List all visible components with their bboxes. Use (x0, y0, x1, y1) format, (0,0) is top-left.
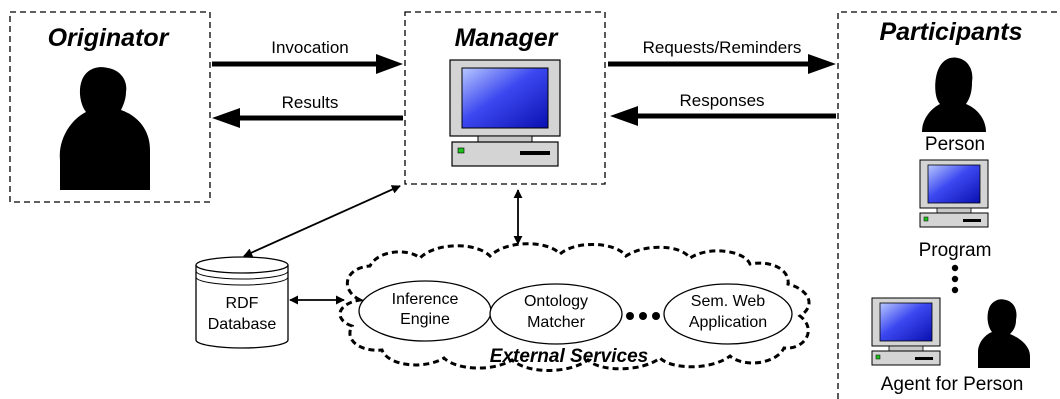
originator-box: Originator (9, 11, 211, 203)
semweb-application-node (663, 283, 793, 345)
database-label-line1: RDF (226, 295, 259, 312)
inference-label-line1: Inference (392, 291, 459, 308)
manager-computer-icon (449, 59, 561, 167)
agent-label: Agent for Person (881, 374, 1024, 395)
participants-ellipsis-icon (951, 264, 959, 294)
manager-title: Manager (455, 24, 559, 52)
person-label: Person (925, 134, 985, 155)
semweb-label-line1: Sem. Web (691, 293, 766, 310)
inference-label-line2: Engine (400, 311, 450, 328)
participants-box: Participants Person Program (837, 11, 1060, 399)
results-label: Results (282, 93, 339, 112)
rdf-database-icon (195, 256, 289, 349)
manager-box: Manager (404, 11, 606, 185)
ontology-matcher-node (489, 283, 623, 345)
person-participant-icon (922, 57, 986, 132)
program-computer-icon (919, 159, 989, 228)
results-arrow (212, 108, 403, 128)
manager-database-connector (243, 185, 401, 257)
originator-title: Originator (48, 24, 170, 52)
database-label-line2: Database (208, 316, 277, 333)
ontology-label-line1: Ontology (524, 293, 588, 310)
requests-arrow (608, 54, 836, 74)
agent-person-icon (978, 299, 1030, 368)
originator-person-icon (59, 67, 150, 190)
responses-arrow (610, 106, 836, 126)
services-ellipsis-icon (626, 312, 660, 320)
invocation-arrow (212, 54, 403, 74)
semweb-label-line2: Application (689, 314, 767, 331)
invocation-label: Invocation (271, 38, 349, 57)
participants-title: Participants (879, 18, 1022, 46)
agent-computer-icon (871, 297, 941, 366)
program-label: Program (919, 240, 992, 261)
external-services-label: External Services (490, 346, 648, 367)
requests-label: Requests/Reminders (643, 38, 802, 57)
ontology-label-line2: Matcher (527, 314, 585, 331)
responses-label: Responses (679, 91, 764, 110)
